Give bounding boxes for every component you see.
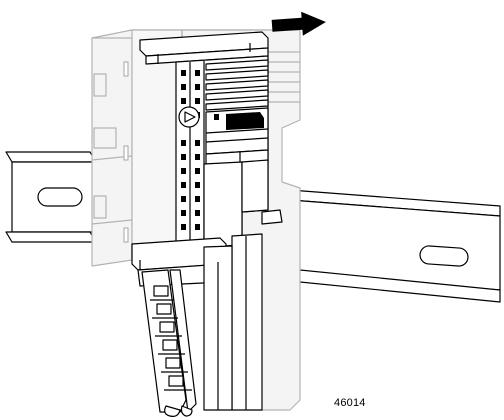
lever-ladder [141, 269, 197, 417]
slide-direction-arrow-icon [271, 11, 326, 36]
direction-arrow [271, 11, 326, 36]
terminal-holes [181, 70, 200, 230]
keyswitch-region [178, 106, 269, 155]
din-rail-slot-right [419, 245, 469, 267]
mounting-base [231, 233, 263, 411]
ghost-module [91, 29, 301, 411]
din-rail-left [5, 151, 97, 243]
connector-base [203, 161, 243, 248]
din-rail-slot-left [37, 187, 83, 207]
figure-number: 46014 [334, 397, 366, 409]
upper-fins [205, 59, 269, 111]
foreground-module [131, 31, 283, 417]
din-rail-right [279, 189, 501, 303]
rotary-pointer-icon [184, 111, 196, 123]
